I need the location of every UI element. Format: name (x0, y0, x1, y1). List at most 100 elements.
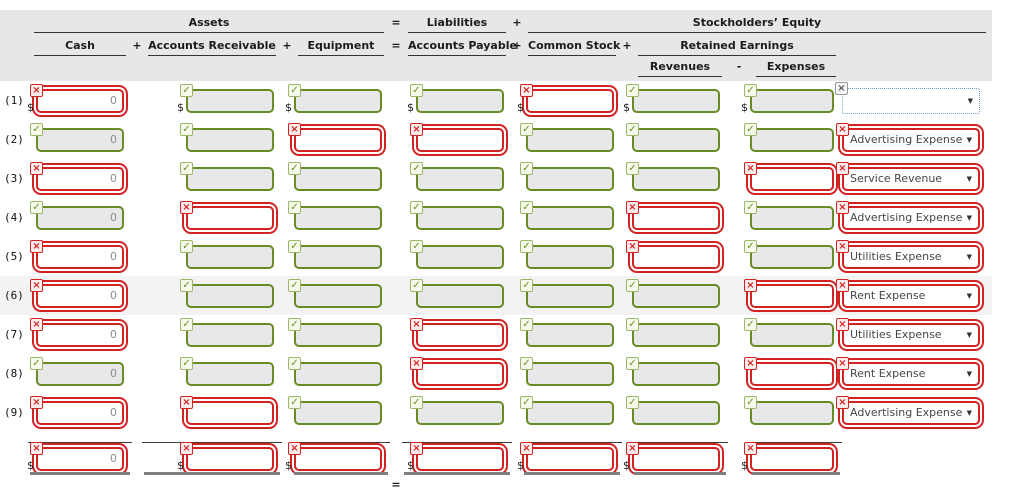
account-select-dropdown[interactable]: ×Advertising Expense▼ (836, 200, 980, 230)
account-select-value: Rent Expense (850, 289, 926, 302)
row-label: (2) (4, 133, 24, 146)
correct-icon: ✓ (30, 122, 43, 136)
correct-icon: ✓ (520, 317, 533, 331)
amount-input-revenues: ✓ (626, 356, 720, 386)
cell-equipment: ✓ (288, 354, 390, 393)
correct-icon: ✓ (626, 317, 639, 331)
amount-input-total-cash[interactable]: ×$0 (27, 442, 124, 472)
correct-icon: ✓ (288, 317, 301, 331)
account-select-dropdown[interactable]: ×Advertising Expense▼ (836, 395, 980, 425)
amount-input-revenues[interactable]: × (626, 200, 720, 230)
dollar-sign: $ (177, 100, 184, 114)
amount-input-common-stock: ✓ (520, 395, 614, 425)
account-select-value: Utilities Expense (850, 328, 942, 341)
cell-common-stock: ✓ (520, 393, 622, 432)
correct-icon: ✓ (520, 200, 533, 214)
cell-common-stock: ✓ (520, 159, 622, 198)
amount-input-total-accounts-payable[interactable]: ×$ (407, 442, 504, 472)
correct-icon: ✓ (288, 239, 301, 253)
incorrect-icon: × (30, 278, 43, 292)
cell-cash: ×0 (28, 276, 132, 315)
amount-input-cash[interactable]: ×0 (30, 161, 124, 191)
cell-account-select: ×▼ (835, 81, 992, 120)
amount-input-revenues[interactable]: × (626, 239, 720, 269)
dollar-sign: $ (623, 459, 630, 472)
retained-earnings-group-header: Retained Earnings (638, 39, 836, 56)
dollar-sign: $ (27, 459, 34, 472)
amount-input-equipment: ✓ (288, 239, 382, 269)
row-label: (7) (4, 328, 24, 341)
amount-input-total-accounts-receivable[interactable]: ×$ (177, 442, 274, 472)
cell-account-select: ×Advertising Expense▼ (836, 393, 992, 432)
account-select-dropdown[interactable]: ×Advertising Expense▼ (836, 122, 980, 152)
correct-icon: ✓ (410, 200, 423, 214)
cell-cash: ×$0 (27, 81, 132, 120)
amount-input-cash[interactable]: ×0 (30, 317, 124, 347)
chevron-down-icon: ▼ (966, 135, 972, 144)
incorrect-icon: × (410, 356, 423, 370)
cell-account-select: ×Utilities Expense▼ (836, 237, 992, 276)
amount-input-total-common-stock[interactable]: ×$ (517, 442, 614, 472)
correct-icon: ✓ (288, 161, 301, 175)
incorrect-icon: × (30, 395, 43, 409)
transaction-row: (1)×$0✓$✓$✓$×$✓$✓$×▼ (0, 81, 992, 120)
correct-icon: ✓ (626, 278, 639, 292)
amount-input-revenues: ✓ (626, 317, 720, 347)
amount-input-common-stock[interactable]: ×$ (517, 83, 614, 114)
amount-input-expenses: ✓ (744, 200, 834, 230)
amount-input-cash[interactable]: ×0 (30, 239, 124, 269)
amount-input-cash[interactable]: ×0 (30, 278, 124, 308)
account-select-dropdown[interactable]: ×Utilities Expense▼ (836, 239, 980, 269)
correct-icon: ✓ (30, 200, 43, 214)
amount-input-accounts-payable[interactable]: × (410, 356, 504, 386)
dollar-sign: $ (27, 100, 34, 114)
amount-input-expenses[interactable]: × (744, 161, 834, 191)
cell-cash: ✓0 (28, 120, 132, 159)
amount-input-cash[interactable]: ×$0 (27, 83, 124, 114)
amount-input-common-stock: ✓ (520, 356, 614, 386)
correct-icon: ✓ (410, 83, 423, 97)
amount-input-common-stock: ✓ (520, 278, 614, 308)
correct-icon: ✓ (520, 356, 533, 370)
correct-icon: ✓ (520, 239, 533, 253)
cell-accounts-receivable: × (142, 198, 282, 237)
incorrect-icon: × (520, 83, 533, 97)
incorrect-icon: × (30, 442, 43, 455)
stockholders-equity-label: Stockholders’ Equity (692, 16, 822, 29)
incorrect-icon: × (410, 122, 423, 136)
correct-icon: ✓ (410, 395, 423, 409)
account-select-dropdown[interactable]: ×Rent Expense▼ (836, 278, 980, 308)
amount-input-expenses[interactable]: × (744, 278, 834, 308)
cell-account-select: ×Utilities Expense▼ (836, 315, 992, 354)
cell-cash: ×0 (28, 159, 132, 198)
amount-input-equipment[interactable]: × (288, 122, 382, 152)
amount-input-accounts-payable[interactable]: × (410, 122, 504, 152)
cell-account-select: ×Rent Expense▼ (836, 276, 992, 315)
amount-input-total-expenses[interactable]: ×$ (741, 442, 834, 472)
amount-input-accounts-payable[interactable]: × (410, 317, 504, 347)
account-select-dropdown[interactable]: ×Service Revenue▼ (836, 161, 980, 191)
amount-value: 0 (110, 405, 117, 419)
account-select-dropdown[interactable]: ×Utilities Expense▼ (836, 317, 980, 347)
amount-input-accounts-receivable[interactable]: × (180, 200, 274, 230)
amount-input-accounts-receivable[interactable]: × (180, 395, 274, 425)
amount-input-total-revenues[interactable]: ×$ (623, 442, 720, 472)
account-select-dropdown[interactable]: ×Rent Expense▼ (836, 356, 980, 386)
amount-input-cash[interactable]: ×0 (30, 395, 124, 425)
amount-value: 0 (110, 327, 117, 341)
amount-input-cash: ✓0 (30, 122, 124, 152)
account-select-dropdown[interactable]: ×▼ (835, 81, 980, 114)
amount-input-expenses[interactable]: × (744, 356, 834, 386)
cell-accounts-receivable: ✓ (142, 276, 282, 315)
row-label: (5) (4, 250, 24, 263)
equals-sign: = (391, 39, 401, 52)
correct-icon: ✓ (180, 317, 193, 331)
correct-icon: ✓ (180, 83, 193, 97)
incorrect-icon: × (836, 356, 849, 370)
row-label: (8) (4, 367, 24, 380)
total-cell-equipment: ×$ (285, 442, 390, 475)
amount-input-total-equipment[interactable]: ×$ (285, 442, 382, 472)
correct-icon: ✓ (520, 122, 533, 136)
cell-common-stock: ✓ (520, 354, 622, 393)
amount-input-expenses: ✓ (744, 122, 834, 152)
